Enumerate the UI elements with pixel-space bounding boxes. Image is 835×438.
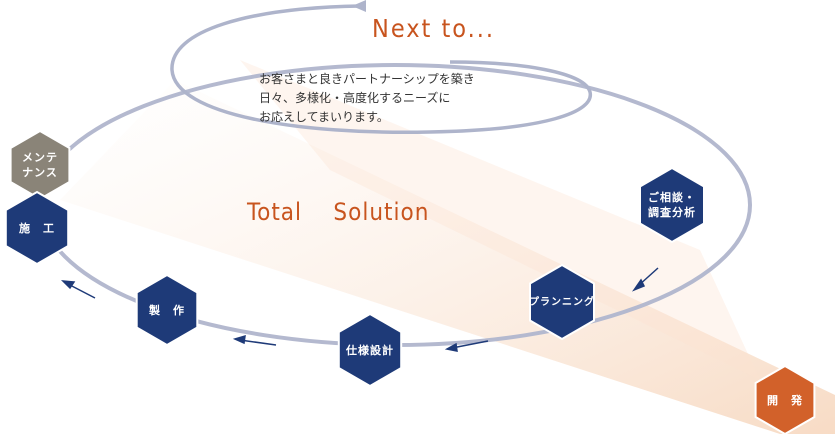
direction-arrows	[61, 267, 659, 352]
hex-node-shiyou	[337, 312, 403, 388]
hex-label-planning: プランニング	[529, 296, 595, 308]
light-beam	[60, 80, 835, 434]
hex-label-maintenance: メンテ ナンス	[22, 151, 58, 179]
description-text: お客さまと良きパートナーシップを築き 日々、多様化・高度化するニーズに お応えし…	[259, 70, 475, 127]
description-line: お応えしてまいります。	[259, 110, 389, 124]
hex-node-planning	[529, 263, 595, 341]
center-title: Total Solution	[247, 198, 430, 226]
hex-label-sekou: 施 工	[19, 221, 55, 235]
next-headline: Next to...	[372, 14, 496, 43]
hex-node-seisaku	[135, 273, 199, 347]
hex-label-seisaku: 製 作	[149, 303, 185, 317]
description-line: 日々、多様化・高度化するニーズに	[259, 91, 451, 105]
hex-label-kaihatsu: 開 発	[767, 393, 803, 407]
next-loop	[170, 4, 592, 135]
hex-label-soudan: ご相談・ 調査分析	[648, 191, 696, 219]
hex-node-soudan	[639, 166, 705, 244]
next-loop-arrowhead	[352, 0, 366, 12]
hex-node-sekou	[4, 190, 70, 266]
hex-label-shiyou: 仕様設計	[346, 343, 394, 357]
description-line: お客さまと良きパートナーシップを築き	[259, 72, 475, 86]
light-beam-upper	[240, 60, 760, 380]
